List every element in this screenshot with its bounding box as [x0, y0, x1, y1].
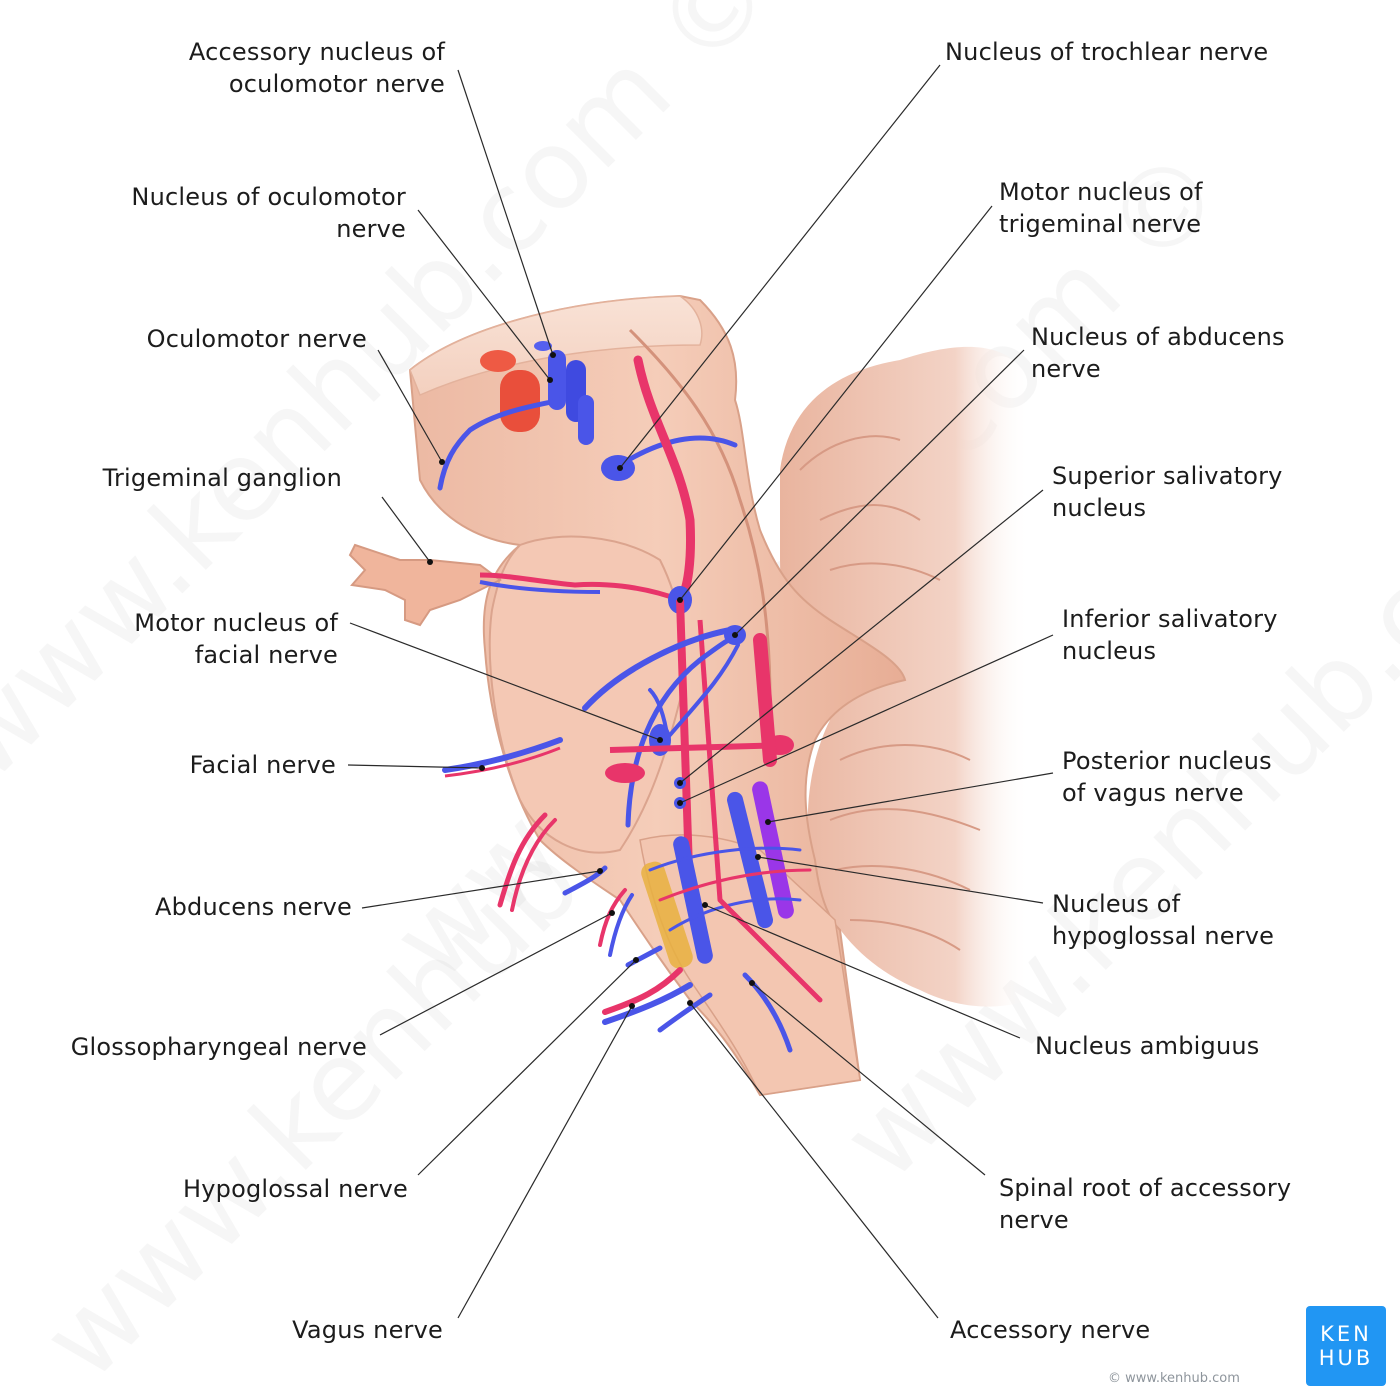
copyright-text: © www.kenhub.com — [1108, 1371, 1240, 1386]
kenhub-logo: KEN HUB — [1306, 1306, 1386, 1386]
label-inferior-salivatory: Inferior salivatory nucleus — [1062, 605, 1278, 665]
label-posterior-nucleus-vagus: Posterior nucleus of vagus nerve — [1062, 747, 1272, 807]
label-nucleus-hypoglossal: Nucleus of hypoglossal nerve — [1052, 890, 1275, 950]
label-nucleus-oculomotor: Nucleus of oculomotor nerve — [131, 183, 406, 243]
red-nucleus — [480, 350, 516, 372]
label-nucleus-ambiguus: Nucleus ambiguus — [1035, 1032, 1260, 1060]
red-nucleus-body — [500, 370, 540, 432]
yellow-nucleus — [641, 861, 693, 969]
oculomotor-nerve-path — [437, 397, 563, 491]
cerebellum — [780, 346, 1030, 1007]
logo-text-bottom: HUB — [1318, 1346, 1374, 1370]
leader-lines — [347, 64, 1054, 1319]
label-abducens-nerve: Abducens nerve — [154, 893, 352, 921]
label-superior-salivatory: Superior salivatory nucleus — [1052, 462, 1283, 522]
label-oculomotor-nerve: Oculomotor nerve — [146, 325, 367, 353]
hypoglossal-nucleus — [727, 791, 773, 929]
label-accessory-nerve: Accessory nerve — [950, 1316, 1151, 1344]
label-hypoglossal-nerve: Hypoglossal nerve — [183, 1175, 408, 1203]
trigeminal-ganglion-shape — [348, 543, 502, 627]
trigeminal-sensory-column — [633, 355, 695, 605]
label-nucleus-abducens: Nucleus of abducens nerve — [1031, 323, 1285, 383]
oculomotor-nuclei — [534, 341, 594, 445]
label-trigeminal-ganglion: Trigeminal ganglion — [102, 464, 342, 492]
label-nucleus-trochlear: Nucleus of trochlear nerve — [945, 38, 1269, 66]
label-motor-nucleus-trigeminal: Motor nucleus of trigeminal nerve — [999, 178, 1203, 238]
ambiguus-nucleus — [673, 836, 713, 964]
label-spinal-root-accessory: Spinal root of accessory nerve — [999, 1174, 1292, 1234]
label-motor-nucleus-facial: Motor nucleus of facial nerve — [134, 609, 338, 669]
leader-dots — [427, 352, 771, 1009]
label-vagus-nerve: Vagus nerve — [292, 1316, 443, 1344]
label-glossopharyngeal-nerve: Glossopharyngeal nerve — [70, 1033, 367, 1061]
label-accessory-nucleus-oculomotor: Accessory nucleus of oculomotor nerve — [188, 38, 445, 98]
logo-text-top: KEN — [1320, 1322, 1372, 1346]
exiting-nerves — [497, 812, 713, 1033]
posterior-vagus-nucleus — [752, 781, 794, 919]
label-facial-nerve: Facial nerve — [189, 751, 336, 779]
